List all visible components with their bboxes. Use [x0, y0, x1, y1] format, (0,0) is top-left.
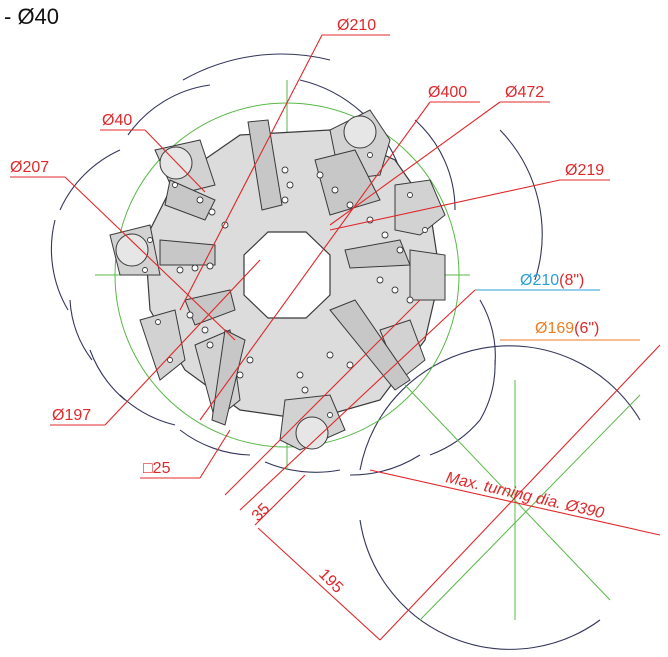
chuck-6in-size: (6")	[574, 320, 599, 337]
chuck-6in-dia: Ø169	[535, 320, 574, 337]
label-sq25: □25	[143, 460, 171, 477]
central-bore	[243, 231, 331, 319]
swept-arcs	[50, 53, 641, 650]
chuck-8in-size: (8")	[559, 272, 584, 289]
tool-holders	[159, 119, 411, 426]
bore-holders	[115, 115, 377, 450]
label-dim35: 35	[249, 500, 274, 525]
label-d207: Ø207	[10, 159, 49, 176]
header-label: - Ø40	[4, 4, 60, 29]
label-dim195: 195	[315, 566, 346, 597]
label-d472: Ø472	[505, 84, 544, 101]
label-chuck-6in: Ø169(6")	[535, 320, 599, 337]
label-d40: Ø40	[102, 112, 132, 129]
dimension-leaders	[10, 34, 661, 641]
label-d197: Ø197	[52, 407, 91, 424]
label-d400: Ø400	[428, 84, 467, 101]
label-chuck-8in: Ø210(8")	[520, 272, 584, 289]
chuck-8in-dia: Ø210	[520, 272, 559, 289]
label-d210: Ø210	[337, 17, 376, 34]
label-d219: Ø219	[565, 162, 604, 179]
label-max-turning: Max. turning dia. Ø390	[444, 469, 606, 522]
